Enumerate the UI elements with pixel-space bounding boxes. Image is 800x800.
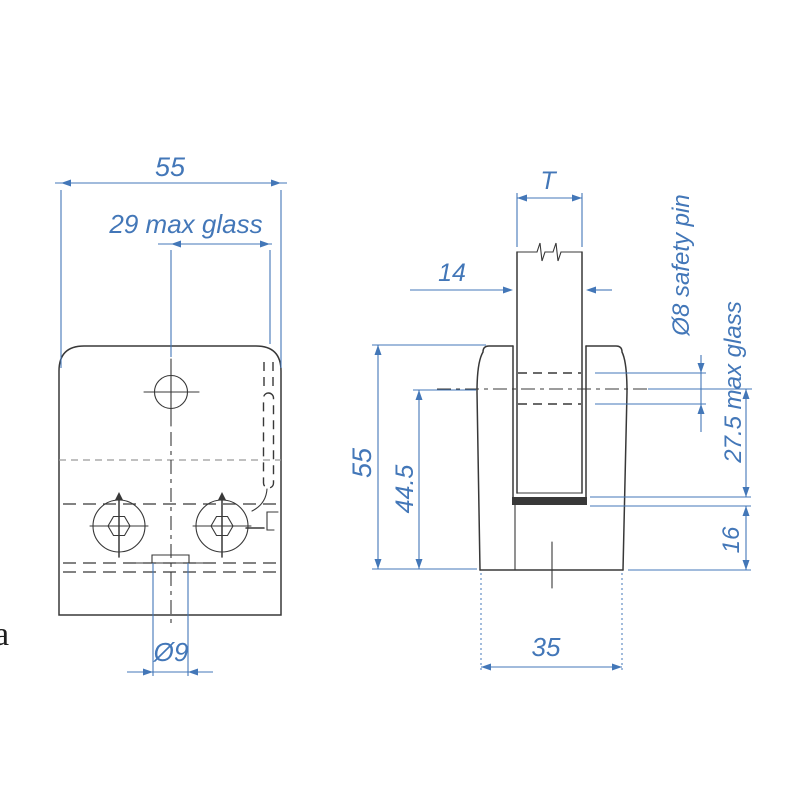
front-side-slot-hidden [262, 362, 275, 489]
dim-front-max-glass [158, 240, 272, 357]
stray-letter: a [0, 616, 9, 653]
label-slot-width: 14 [438, 259, 466, 287]
front-screw-left [89, 492, 149, 558]
side-body-outline [476, 345, 628, 571]
label-depth: 35 [532, 632, 561, 662]
break-mark-left [536, 242, 546, 262]
break-mark-right [552, 242, 562, 262]
front-bottom-slot [127, 554, 215, 564]
label-front-width: 55 [155, 152, 186, 182]
dim-depth [480, 573, 623, 671]
label-safety-pin: Ø8 safety pin [668, 194, 695, 336]
label-side-max-glass: 27.5 max glass [720, 301, 747, 463]
label-base-height: 16 [718, 526, 745, 553]
front-retainer-detail [245, 488, 279, 531]
side-view [437, 242, 648, 589]
dim-slot-width [410, 286, 612, 294]
safety-pin-hidden-hole [437, 372, 648, 405]
label-glass-thickness: T [540, 167, 557, 195]
label-pin-center-height: 44.5 [391, 465, 419, 514]
dim-side-max-glass [590, 389, 751, 498]
glass-panel [516, 242, 583, 494]
dim-side-height [372, 344, 486, 570]
gasket-bar [512, 497, 587, 505]
label-front-hole: Ø9 [153, 637, 189, 667]
dim-safety-pin [595, 355, 752, 432]
dim-pin-center-height [413, 389, 476, 569]
label-side-height: 55 [347, 447, 377, 478]
dim-front-hole [127, 563, 213, 676]
dim-base-height [590, 505, 751, 571]
dim-glass-thickness [516, 193, 583, 247]
dimensions [55, 179, 752, 676]
label-front-max-glass: 29 max glass [108, 209, 262, 239]
dim-front-width [55, 179, 287, 368]
labels: 55 29 max glass Ø9 T 14 Ø8 safety pin 27… [0, 152, 747, 667]
front-screw-right [192, 492, 252, 558]
front-view [58, 345, 282, 628]
front-body-outline [58, 345, 282, 616]
front-top-hole [143, 358, 200, 427]
